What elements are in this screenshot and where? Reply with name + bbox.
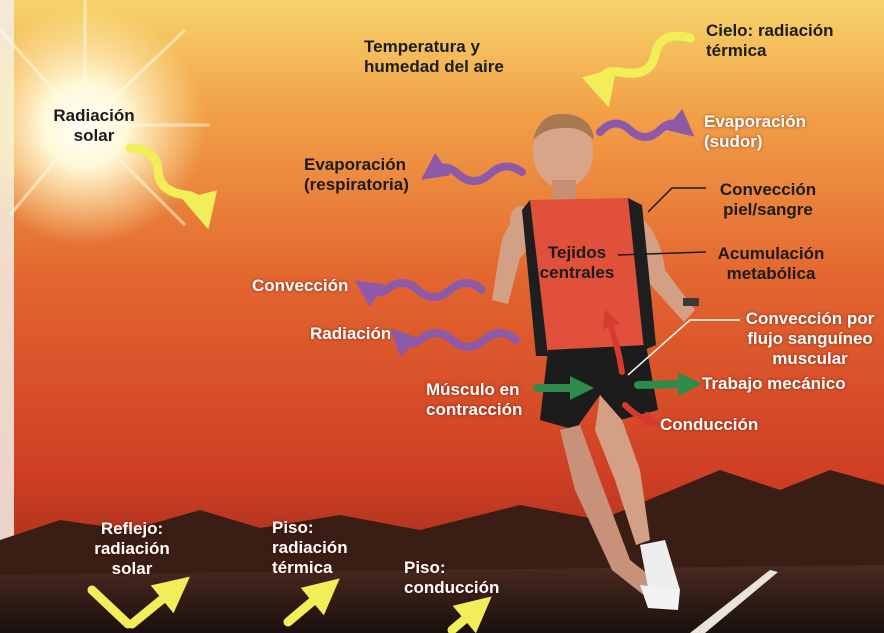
label-floor-conduction: Piso: conducción	[404, 558, 499, 598]
label-mechanical-work: Trabajo mecánico	[702, 374, 846, 394]
label-conduction: Conducción	[660, 415, 758, 435]
arrow-mechanical-work	[638, 384, 690, 385]
label-conv-skin-blood: Convección piel/sangre	[706, 180, 830, 220]
label-central-tissues: Tejidos centrales	[532, 243, 622, 283]
label-air-temp-humidity: Temperatura y humedad del aire	[364, 37, 504, 77]
label-evap-resp: Evaporación (respiratoria)	[304, 155, 409, 195]
label-sky-radiation: Cielo: radiación térmica	[706, 21, 834, 61]
label-muscle-contraction: Músculo en contracción	[426, 380, 522, 420]
label-solar-radiation: Radiación solar	[44, 106, 144, 146]
label-radiation: Radiación	[310, 324, 391, 344]
label-reflection: Reflejo: radiación solar	[82, 519, 182, 579]
label-evap-sweat: Evaporación (sudor)	[704, 112, 806, 152]
label-convection: Convección	[252, 276, 348, 296]
label-conv-blood-flow: Convección por flujo sanguíneo muscular	[740, 309, 880, 369]
label-metabolic-accumulation: Acumulación metabólica	[708, 244, 834, 284]
label-floor-radiation: Piso: radiación térmica	[272, 518, 348, 578]
